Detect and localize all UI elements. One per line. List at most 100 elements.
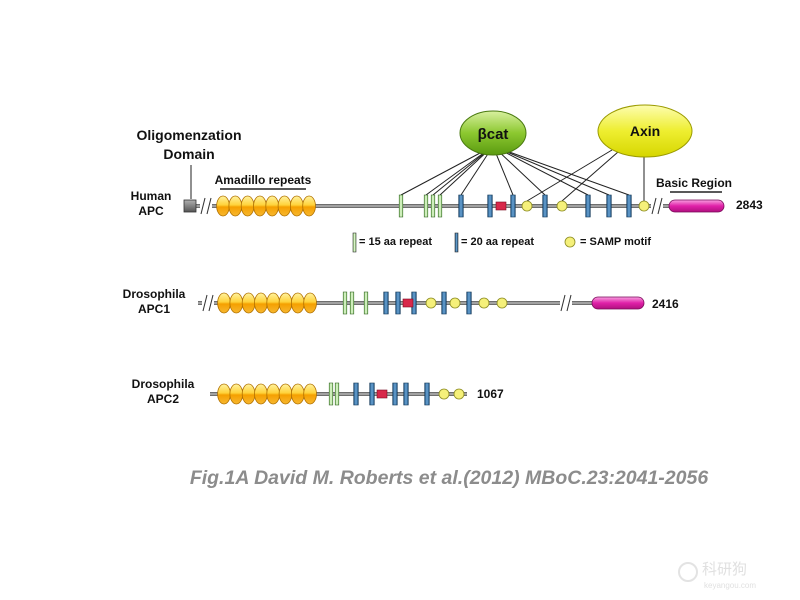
armadillo-repeat: [241, 383, 256, 405]
oligomerization-domain: [183, 199, 197, 213]
repeat-20aa: [441, 291, 447, 315]
repeat-20aa: [458, 194, 464, 218]
oligomerization-title-line2: Domain: [163, 146, 214, 162]
break-mark-icon: [202, 294, 208, 312]
break-mark-icon: [657, 197, 663, 215]
drosophila-apc2-label-line2: APC2: [147, 392, 179, 406]
repeat-20aa: [487, 194, 493, 218]
armadillo-repeat: [266, 383, 281, 405]
samp-motif: [425, 297, 437, 309]
armadillo-repeat: [241, 292, 256, 314]
armadillo-repeat: [265, 195, 280, 217]
armadillo-repeat: [290, 292, 305, 314]
samp-motif: [438, 388, 450, 400]
basic-region: [668, 199, 725, 213]
beta-catenin-connector: [509, 151, 630, 196]
break-gap: [202, 300, 214, 306]
armadillo-repeat: [217, 292, 231, 314]
watermark-logo-icon: [678, 562, 698, 582]
axin-connector: [526, 149, 613, 202]
legend-samp-label: = SAMP motif: [580, 236, 651, 248]
red-domain: [495, 201, 507, 211]
armadillo-repeat: [240, 195, 255, 217]
break-mark-icon: [208, 294, 214, 312]
repeat-20aa: [392, 382, 398, 406]
break-gap: [651, 203, 663, 209]
armadillo-repeat: [302, 195, 316, 217]
red-domain: [402, 298, 414, 308]
repeat-15aa: [437, 194, 443, 218]
drosophila-apc2-length: 1067: [477, 387, 504, 401]
repeat-20aa: [369, 382, 375, 406]
samp-motif: [638, 200, 650, 212]
repeat-15aa: [398, 194, 404, 218]
repeat-20aa: [395, 291, 401, 315]
repeat-20aa: [542, 194, 548, 218]
break-gap: [560, 300, 572, 306]
repeat-15aa: [430, 194, 436, 218]
binding-connectors: [400, 149, 645, 202]
oligomerization-title-line1: Oligomenzation: [137, 127, 242, 143]
drosophila-apc1-label-line2: APC1: [138, 302, 170, 316]
armadillo-repeat: [266, 292, 281, 314]
samp-motif: [521, 200, 533, 212]
break-gap: [200, 203, 212, 209]
human-apc-label-line2: APC: [138, 204, 164, 218]
beta-catenin-connector: [506, 151, 610, 196]
beta-catenin-connector: [432, 151, 487, 196]
red-domain: [376, 389, 388, 399]
repeat-20aa: [353, 382, 359, 406]
basic-region-title: Basic Region: [656, 176, 732, 190]
armadillo-repeat: [290, 383, 305, 405]
break-mark-icon: [566, 294, 572, 312]
basic-region: [591, 296, 645, 310]
armadillo-repeat: [229, 383, 244, 405]
armadillo-repeat: [217, 383, 231, 405]
armadillo-repeat: [277, 195, 292, 217]
human-apc-length: 2843: [736, 198, 763, 212]
armadillo-repeat: [303, 292, 317, 314]
repeat-20aa: [510, 194, 516, 218]
armadillo-repeat: [228, 195, 243, 217]
repeat-20aa: [606, 194, 612, 218]
repeat-15aa: [349, 291, 355, 315]
repeat-15aa: [342, 291, 348, 315]
beta-catenin-connector: [498, 151, 546, 196]
drosophila-apc2-label-line1: Drosophila: [132, 377, 195, 391]
beta-catenin-connector: [494, 151, 514, 196]
legend-20aa-swatch: [454, 232, 459, 253]
armadillo-repeat: [253, 195, 267, 217]
beta-catenin-connector: [504, 151, 589, 196]
repeat-15aa: [334, 382, 340, 406]
armadillo-repeat: [278, 292, 293, 314]
armadillo-repeat: [254, 292, 268, 314]
armadillo-repeat: [303, 383, 317, 405]
drosophila-apc1-length: 2416: [652, 297, 679, 311]
repeat-20aa: [424, 382, 430, 406]
samp-motif: [478, 297, 490, 309]
armadillo-repeat: [229, 292, 244, 314]
axin-bubble: Axin: [597, 104, 693, 158]
human-apc-label-line1: Human: [131, 189, 172, 203]
beta-catenin-bubble: βcat: [459, 110, 527, 156]
repeat-20aa: [585, 194, 591, 218]
break-mark-icon: [200, 197, 206, 215]
watermark-text: 科研狗: [702, 561, 747, 578]
beta-catenin-connector: [425, 151, 486, 196]
armadillo-repeat: [289, 195, 304, 217]
legend: = 15 aa repeat = 20 aa repeat = SAMP mot…: [352, 232, 651, 253]
break-mark-icon: [651, 197, 657, 215]
repeat-20aa: [466, 291, 472, 315]
legend-15aa-swatch: [352, 232, 357, 253]
repeat-20aa: [626, 194, 632, 218]
axin-connector: [561, 151, 619, 202]
legend-20aa-label: = 20 aa repeat: [461, 236, 534, 248]
repeat-15aa: [328, 382, 334, 406]
beta-catenin-connector: [460, 151, 490, 196]
armadillo-repeat: [278, 383, 293, 405]
figure-caption: Fig.1A David M. Roberts et al.(2012) MBo…: [190, 467, 709, 489]
repeat-15aa: [423, 194, 429, 218]
samp-motif: [449, 297, 461, 309]
watermark-subtext: keyangou.com: [704, 581, 756, 590]
beta-catenin-label: βcat: [478, 126, 509, 143]
